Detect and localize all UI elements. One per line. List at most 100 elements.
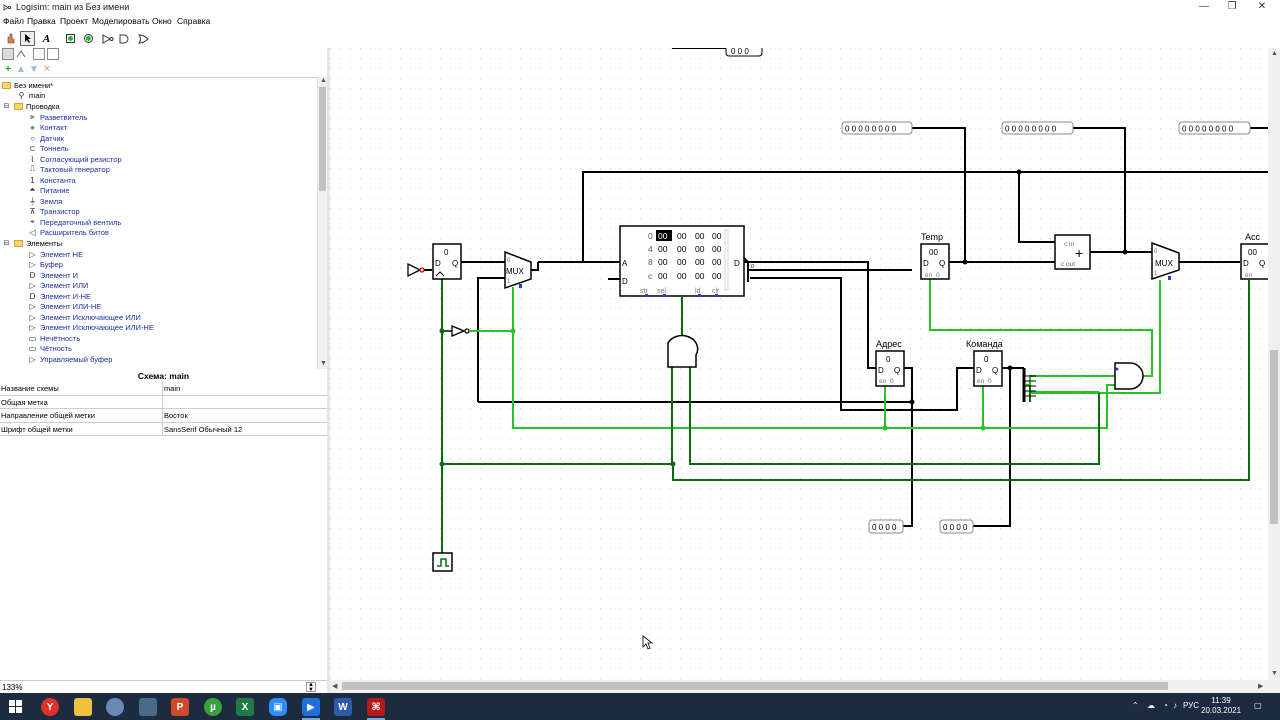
scroll-down-icon[interactable]: ▼ (320, 360, 327, 367)
tree-item[interactable]: ▷Элемент Исключающее ИЛИ (29, 312, 141, 322)
tree-item[interactable]: ▷Элемент ИЛИ (29, 280, 89, 290)
address-register[interactable]: 0 D Q en 0 (875, 350, 905, 387)
tree-item[interactable]: ⏚Земля (28, 196, 63, 206)
command-splitter[interactable] (1022, 368, 1036, 402)
not-gate-icon[interactable] (100, 31, 115, 46)
ram-output-splitter[interactable]: 0 (743, 257, 754, 282)
menu-edit[interactable]: Правка (27, 16, 56, 26)
canvas-vertical-scrollbar[interactable]: ▲ ▼ (1268, 48, 1280, 680)
adder[interactable]: c in c out + (1054, 234, 1091, 270)
app-icon-4[interactable] (106, 698, 124, 716)
app-icon-5[interactable] (139, 698, 157, 716)
temp-register[interactable]: 00 D Q en 0 (920, 243, 950, 280)
and-gate-icon[interactable] (117, 31, 132, 46)
select-tool-icon[interactable] (20, 31, 35, 46)
start-icon[interactable] (7, 698, 25, 716)
clock-not-gate[interactable] (451, 325, 470, 337)
zoom-spinner-icon[interactable]: ▲▼ (306, 682, 316, 693)
file-explorer-icon[interactable] (74, 698, 92, 716)
clock[interactable]: 11:39 20.03.2021 (1201, 696, 1242, 715)
attr-row[interactable]: Название схемы main (0, 382, 327, 396)
tree-item[interactable]: ◁Расширитель битов (29, 227, 109, 237)
media-player-icon[interactable]: ▶ (302, 698, 320, 720)
left-mux[interactable]: MUX 0 1 (504, 250, 532, 290)
tree-item[interactable]: ▷Элемент ИЛИ-НЕ (29, 301, 102, 311)
tree-item[interactable]: ▷Управляемый буфер (29, 354, 113, 364)
move-down-icon[interactable]: ▼ (29, 63, 39, 75)
data-probe-2[interactable]: 0 0 0 0 0 0 0 0 (1001, 121, 1074, 135)
yandex-browser-icon[interactable]: Y (41, 698, 59, 716)
left-register[interactable]: 0 D Q (432, 243, 462, 280)
input-not-gate[interactable] (407, 262, 425, 278)
utorrent-icon[interactable]: µ (204, 698, 222, 716)
menu-file[interactable]: Файл (3, 16, 24, 26)
or-gate-icon[interactable] (136, 31, 151, 46)
ram-component[interactable]: 0 00 00 00 00 4 00 00 00 00 8 00 00 00 0… (619, 225, 745, 297)
scroll-left-icon[interactable]: ◀ (332, 683, 338, 690)
notifications-icon[interactable]: ▢ (1254, 701, 1262, 710)
scrollbar-thumb[interactable] (1270, 350, 1278, 524)
tray-chevron-icon[interactable]: ⌃ (1132, 701, 1139, 710)
command-probe[interactable]: 0 0 0 0 (939, 519, 974, 534)
data-probe-3[interactable]: 0 0 0 0 0 0 0 0 (1178, 121, 1251, 135)
input-pin-icon[interactable] (63, 31, 78, 46)
tree-circuit-main[interactable]: ⚲ main (18, 90, 46, 100)
word-icon[interactable]: W (334, 698, 352, 716)
minimize-icon[interactable]: — (1199, 1, 1209, 12)
scrollbar-thumb[interactable] (319, 87, 326, 191)
control-and-gate[interactable] (1114, 362, 1144, 390)
zoom-level[interactable]: 133% (2, 683, 23, 692)
menu-simulate[interactable]: Моделировать (92, 16, 150, 26)
tree-item[interactable]: ▷Элемент Исключающее ИЛИ-НЕ (29, 322, 154, 332)
circuit-canvas[interactable]: 0 0 0 0 0 0 0 0 0 0 0 0 0 0 0 0 0 0 0 0 … (330, 48, 1268, 680)
layout-view-icon[interactable] (33, 48, 45, 60)
tree-project[interactable]: Без имени* (2, 80, 53, 90)
data-probe-1[interactable]: 0 0 0 0 0 0 0 0 (841, 121, 913, 135)
poke-tool-icon[interactable] (3, 31, 18, 46)
tree-item[interactable]: ▭Нечётность (28, 333, 81, 343)
address-probe[interactable]: 0 0 0 0 (868, 519, 904, 534)
maximize-icon[interactable]: ❐ (1227, 1, 1237, 12)
appearance-view-icon[interactable] (47, 48, 59, 60)
panel-splitter[interactable] (327, 48, 330, 693)
attr-value-field[interactable]: Восток (164, 411, 188, 420)
clock-component[interactable] (432, 552, 453, 572)
tree-item[interactable]: ○Датчик (28, 133, 64, 143)
scroll-up-icon[interactable]: ▲ (320, 77, 327, 84)
tree-item[interactable]: ●Контакт (28, 122, 67, 132)
output-pin-icon[interactable] (81, 31, 96, 46)
attr-row[interactable]: Направление общей метки Восток (0, 409, 327, 423)
tree-item[interactable]: ⎍Тактовый генератор (29, 164, 110, 174)
tree-item[interactable]: ⏶Питание (29, 185, 70, 195)
scroll-up-icon[interactable]: ▲ (1271, 50, 1278, 57)
powerpoint-icon[interactable]: P (171, 698, 189, 716)
move-up-icon[interactable]: ▲ (16, 63, 26, 75)
right-mux[interactable]: MUX 0 1 (1151, 241, 1180, 281)
menu-window[interactable]: Окно (152, 16, 172, 26)
zoom-icon[interactable]: ▣ (269, 698, 287, 716)
ram-and-gate[interactable] (667, 334, 699, 368)
excel-icon[interactable]: X (236, 698, 254, 716)
scroll-right-icon[interactable]: ▶ (1258, 683, 1264, 690)
attr-row[interactable]: Шрифт общей метки SansSerif Обычный 12 (0, 422, 327, 436)
attr-value-field[interactable]: main (164, 384, 181, 393)
delete-circuit-icon[interactable]: ✕ (42, 63, 52, 75)
network-icon[interactable]: ☁ (1147, 701, 1155, 710)
acc-register[interactable]: 00 D Q en (1240, 243, 1268, 280)
simulation-tree-icon[interactable] (15, 48, 27, 60)
explorer-scrollbar[interactable]: ▲ ▼ (317, 77, 327, 369)
attr-value-field[interactable]: SansSerif Обычный 12 (164, 424, 243, 434)
tree-item[interactable]: ▷Элемент НЕ (29, 249, 84, 259)
tree-item[interactable]: ⌇Согласующий резистор (28, 154, 122, 164)
tree-item[interactable]: ⫸Разветвитель (28, 112, 87, 122)
wifi-icon[interactable]: ◔ (1163, 701, 1168, 710)
scroll-down-icon[interactable]: ▼ (1271, 670, 1278, 677)
tree-group-gates[interactable]: ⊟ Элементы (3, 238, 62, 248)
tree-group-wiring[interactable]: ⊟ Проводка (3, 101, 60, 111)
acrobat-icon[interactable]: ⌘ (367, 698, 385, 720)
scrollbar-thumb[interactable] (342, 682, 1168, 690)
tree-item[interactable]: ⊼Транзистор (29, 206, 80, 216)
volume-icon[interactable]: ♪ (1173, 701, 1177, 710)
